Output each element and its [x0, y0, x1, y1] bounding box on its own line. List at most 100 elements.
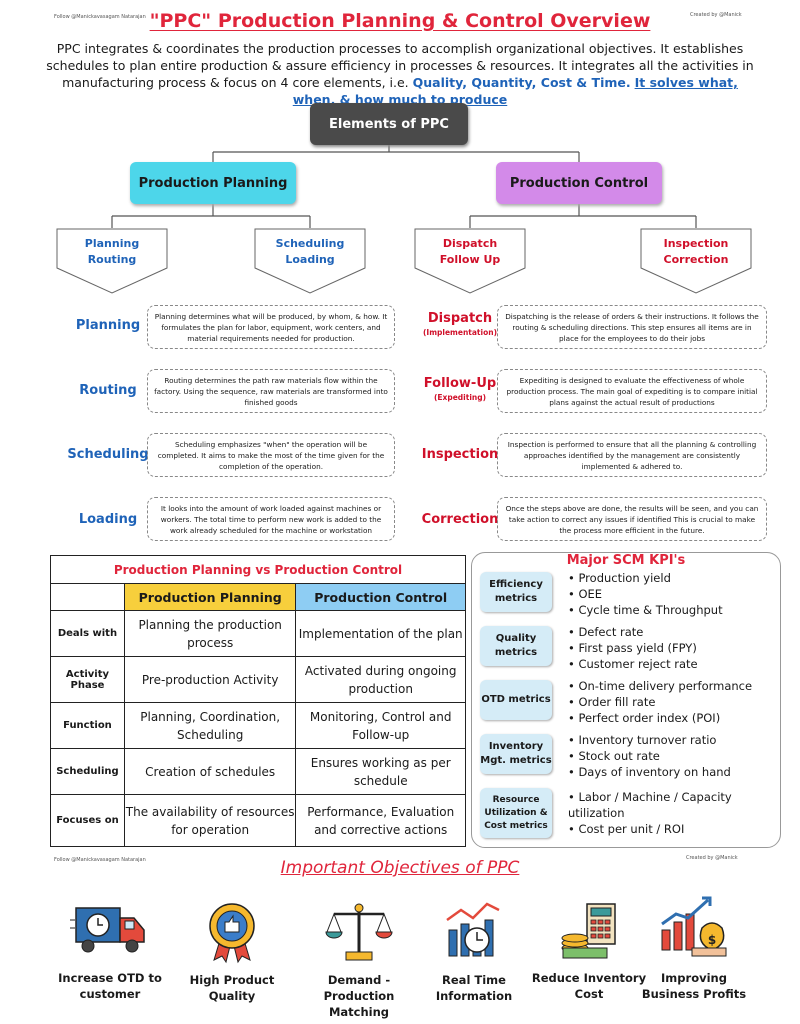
intro-paragraph: PPC integrates & coordinates the product… [40, 40, 760, 108]
dispatch-step-label: Dispatch (Implementation) [418, 311, 502, 337]
kpi-group-items: Production yield OEE Cycle time & Throug… [568, 570, 778, 618]
kpi-group-name: Efficiency metrics [480, 572, 552, 612]
kpi-item: Days of inventory on hand [568, 764, 778, 780]
kpi-group-items: Labor / Machine / Capacity utilization C… [568, 789, 773, 837]
objectives-title: Important Objectives of PPC [280, 858, 520, 878]
correction-step-desc: Once the steps above are done, the resul… [497, 497, 767, 541]
kpi-item: On-time delivery performance [568, 678, 778, 694]
row-control: Ensures working as per schedule [295, 748, 466, 795]
row-planning: The availability of resources for operat… [123, 794, 297, 847]
kpi-item: OEE [568, 586, 778, 602]
node-line1: Planning [84, 237, 140, 250]
row-aspect: Scheduling [50, 748, 125, 795]
node-line2: Follow Up [439, 253, 501, 266]
kpi-group-items: Inventory turnover ratio Stock out rate … [568, 732, 778, 780]
objective-item: Increase OTD to customer [50, 900, 170, 1002]
comparison-title: Production Planning vs Production Contro… [50, 555, 466, 584]
calculator-money-icon [561, 903, 616, 959]
production-control-node: Production Control [496, 162, 662, 204]
table-row: Deals with Planning the production proce… [50, 610, 466, 657]
node-line1: Dispatch [442, 237, 498, 250]
objective-label: Demand - Production Matching [323, 973, 395, 1019]
objective-label: High Product Quality [189, 973, 275, 1003]
node-line2: Correction [663, 253, 729, 266]
row-control: Monitoring, Control and Follow-up [295, 702, 466, 749]
kpi-group-name: Resource Utilization & Cost metrics [480, 788, 552, 838]
realtime-chart-icon [446, 902, 500, 957]
created-watermark: Created by @Manick [690, 12, 742, 18]
objective-label: Reduce Inventory Cost [531, 971, 647, 1001]
quality-medal-icon [209, 903, 255, 964]
kpi-panel [471, 552, 781, 848]
table-row: Function Planning, Coordination, Schedul… [50, 702, 466, 749]
follow-watermark: Follow @Manickavasagam Natarajan [54, 14, 146, 20]
kpi-item: Stock out rate [568, 748, 778, 764]
follow-watermark-bottom: Follow @Manickavasagam Natarajan [54, 857, 146, 863]
kpi-group-name: Quality metrics [480, 626, 552, 666]
objective-item: High Product Quality [172, 900, 292, 1004]
followup-step-label: Follow-Up (Expediting) [418, 376, 502, 402]
node-line2: Routing [87, 253, 137, 266]
objective-item: Real Time Information [414, 900, 534, 1004]
intro-text: PPC integrates & coordinates the product… [46, 41, 754, 90]
row-control: Activated during ongoing production [295, 656, 466, 703]
tree-connectors [111, 145, 697, 228]
table-row: Activity Phase Pre-production Activity A… [50, 656, 466, 703]
intro-elements: Quality, Quantity, Cost & Time. [412, 75, 631, 90]
kpi-item: Cycle time & Throughput [568, 602, 778, 618]
step-title: Follow-Up [423, 376, 497, 391]
scheduling-step-desc: Scheduling emphasizes "when" the operati… [147, 433, 395, 477]
page-title: "PPC" Production Planning & Control Over… [149, 10, 651, 32]
step-subtitle: (Implementation) [422, 328, 498, 337]
routing-step-label: Routing [79, 383, 137, 398]
comparison-table: Production Planning vs Production Contro… [50, 555, 466, 847]
node-line2: Loading [285, 253, 335, 266]
followup-step-desc: Expediting is designed to evaluate the e… [497, 369, 767, 413]
kpi-item: Defect rate [568, 624, 778, 640]
planning-step-desc: Planning determines what will be produce… [147, 305, 395, 349]
step-title: Dispatch [427, 311, 493, 326]
row-control: Performance, Evaluation and corrective a… [295, 794, 466, 847]
step-subtitle: (Expediting) [433, 393, 487, 402]
kpi-group-name: Inventory Mgt. metrics [480, 734, 552, 774]
balance-scale-icon [325, 903, 393, 961]
created-watermark-bottom: Created by @Manick [686, 855, 738, 861]
table-row: Focuses on The availability of resources… [50, 794, 466, 847]
dispatch-step-desc: Dispatching is the release of orders & t… [497, 305, 767, 349]
row-control: Implementation of the plan [295, 610, 466, 657]
correction-step-label: Correction [421, 512, 499, 527]
row-planning: Planning, Coordination, Scheduling [123, 702, 297, 749]
loading-step-desc: It looks into the amount of work loaded … [147, 497, 395, 541]
planning-step-label: Planning [75, 318, 141, 333]
kpi-group-name: OTD metrics [480, 680, 552, 720]
row-aspect: Deals with [50, 610, 125, 657]
table-row: Scheduling Creation of schedules Ensures… [50, 748, 466, 795]
row-planning: Pre-production Activity [123, 656, 297, 703]
scheduling-step-label: Scheduling [67, 447, 149, 462]
kpi-item: Production yield [568, 570, 778, 586]
objective-label: Real Time Information [435, 973, 513, 1003]
objective-item: $ Improving Business Profits [634, 894, 754, 1002]
row-aspect: Focuses on [50, 794, 125, 847]
node-line1: Inspection [663, 237, 729, 250]
ppc-root-node: Elements of PPC [310, 103, 468, 145]
svg-text:$: $ [708, 933, 716, 947]
kpi-item: Cost per unit / ROI [568, 821, 773, 837]
kpi-item: Inventory turnover ratio [568, 732, 778, 748]
kpi-item: Order fill rate [568, 694, 778, 710]
node-line1: Scheduling [275, 237, 345, 250]
row-planning: Creation of schedules [123, 748, 297, 795]
objective-item: Demand - Production Matching [294, 900, 424, 1020]
routing-step-desc: Routing determines the path raw material… [147, 369, 395, 413]
objective-item: Reduce Inventory Cost [524, 900, 654, 1002]
kpi-group-items: On-time delivery performance Order fill … [568, 678, 778, 726]
loading-step-label: Loading [78, 512, 138, 527]
kpi-item: Perfect order index (POI) [568, 710, 778, 726]
delivery-truck-icon [70, 907, 145, 953]
profit-growth-icon: $ [661, 896, 727, 957]
control-column-header: Production Control [295, 583, 466, 611]
